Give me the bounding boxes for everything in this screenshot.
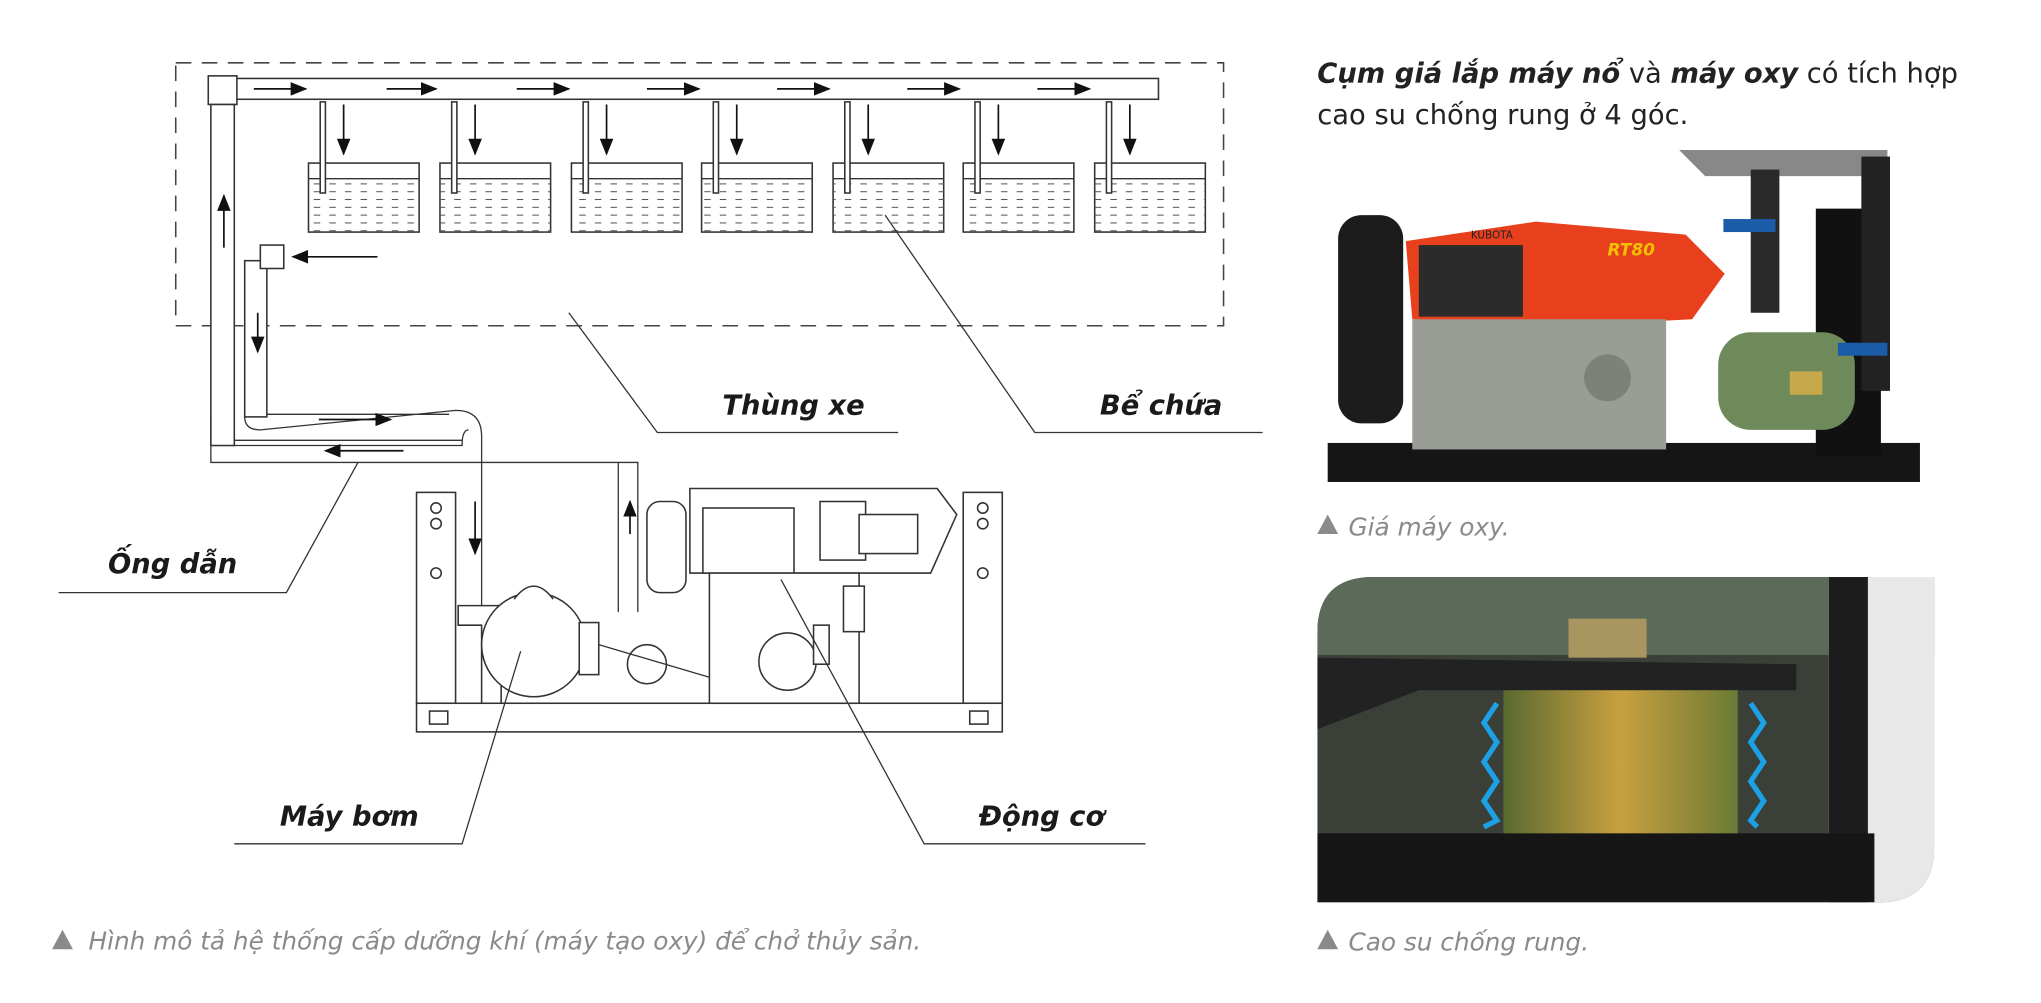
tanks (307, 101, 1207, 233)
triangle-up-icon (1317, 514, 1339, 535)
photo2-caption: Cao su chống rung. (1349, 928, 1589, 957)
diagram-caption: Hình mô tả hệ thống cấp dưỡng khí (máy t… (89, 926, 922, 955)
label-truck-body: Thùng xe (722, 390, 864, 421)
tank (1093, 101, 1207, 233)
photo1-caption: Giá máy oxy. (1349, 512, 1510, 541)
truck-body-outline (174, 62, 1225, 327)
riser-pipe (210, 103, 236, 447)
pump-leader (234, 651, 522, 845)
engine-leader (780, 579, 1146, 845)
triangle-up-icon (1317, 929, 1339, 950)
label-tank: Bể chứa (1100, 388, 1222, 421)
engine-brand: KUBOTA (1471, 230, 1514, 242)
oxygen-frame-photo: KUBOTA RT80 (1327, 150, 1920, 482)
system-diagram: Thùng xe Bể chứa Ống dẫn Máy bơm Động cơ… (52, 62, 1263, 955)
tank (832, 101, 945, 233)
tank-leader (884, 214, 1263, 434)
rubber-mount-photo (1317, 576, 1935, 903)
tank (962, 101, 1075, 233)
tank (307, 101, 420, 233)
engine-drawing (598, 487, 958, 705)
right-title-line1: Cụm giá lắp máy nổ và máy oxy có tích hợ… (1317, 56, 1958, 89)
right-title-line2: cao su chống rung ở 4 góc. (1317, 100, 1688, 131)
engine-model: RT80 (1608, 239, 1656, 259)
label-engine: Động cơ (978, 802, 1108, 833)
tank (570, 101, 683, 233)
tank (700, 101, 814, 233)
truck-body-leader (568, 312, 899, 434)
return-pipe (243, 259, 268, 418)
tank (439, 101, 552, 233)
pipe-leader (58, 462, 359, 594)
engine-frame (415, 491, 1004, 733)
label-pipe: Ống dẫn (108, 544, 237, 580)
label-pump: Máy bơm (280, 802, 419, 833)
pump-drawing (457, 585, 600, 705)
triangle-up-icon (52, 929, 73, 950)
